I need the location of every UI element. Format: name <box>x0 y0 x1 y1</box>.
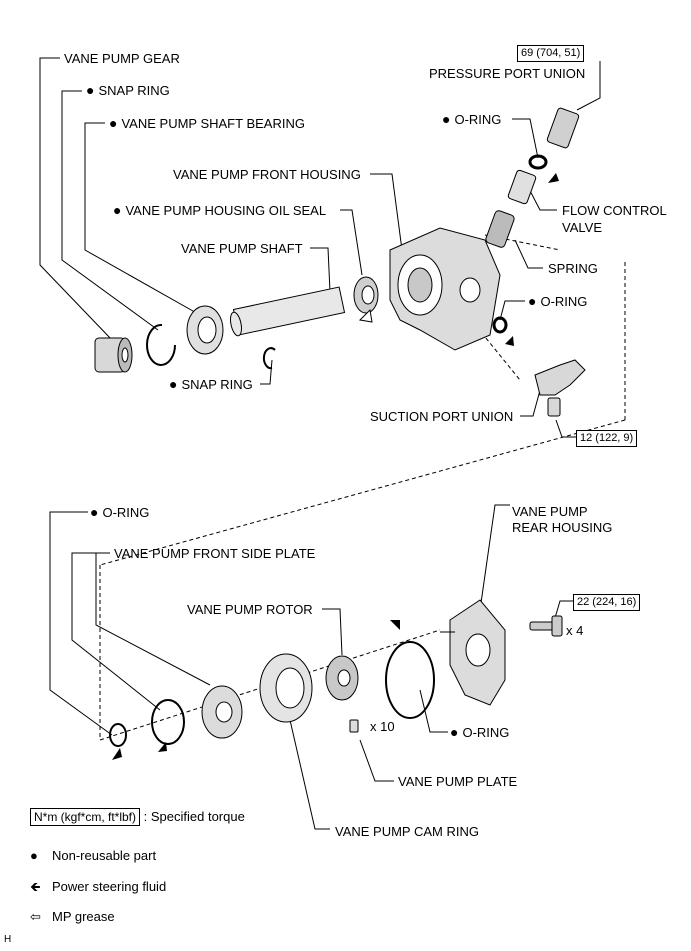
o-ring-rear <box>385 641 435 719</box>
legend-torque-text: : Specified torque <box>143 809 245 824</box>
legend-torque: N*m (kgf*cm, ft*lbf) : Specified torque <box>30 808 245 826</box>
leader-spring <box>514 239 543 269</box>
snap-ring-bottom <box>262 347 276 370</box>
label-cam-ring: VANE PUMP CAM RING <box>335 824 479 839</box>
label-o-ring-rear: O-RING <box>450 725 509 740</box>
flow-control-valve <box>507 169 537 205</box>
o-ring-pressure <box>528 154 548 170</box>
shaft-bearing <box>186 305 224 355</box>
label-rear-housing-2: REAR HOUSING <box>512 520 613 535</box>
label-spring: SPRING <box>548 261 598 276</box>
legend-torque-box: N*m (kgf*cm, ft*lbf) <box>30 808 141 826</box>
label-front-side-plate: VANE PUMP FRONT SIDE PLATE <box>114 546 316 561</box>
label-housing-oil-seal: VANE PUMP HOUSING OIL SEAL <box>113 203 326 218</box>
label-o-ring-lower: O-RING <box>90 505 149 520</box>
suction-port-union <box>534 359 586 417</box>
label-front-housing: VANE PUMP FRONT HOUSING <box>173 167 361 182</box>
hollow-arrow-icon: ⇦ <box>30 909 41 924</box>
label-snap-ring-bottom: SNAP RING <box>169 377 252 392</box>
label-o-ring-pressure: O-RING <box>442 112 501 127</box>
vane-pump-shaft <box>230 286 346 337</box>
leader-torque-rear <box>554 600 573 619</box>
spring <box>485 210 515 248</box>
leader-pressure-union <box>576 61 601 111</box>
fluid-arrows <box>112 173 559 760</box>
label-qty-bolts: x 4 <box>566 623 584 638</box>
leader-torque-suction <box>555 419 576 438</box>
label-o-ring-suction: O-RING <box>528 294 587 309</box>
label-qty-plates: x 10 <box>370 719 395 734</box>
leader-front-housing <box>370 173 403 251</box>
o-ring-small-lower <box>109 723 127 747</box>
label-vane-pump-plate: VANE PUMP PLATE <box>398 774 518 789</box>
front-housing <box>389 227 501 351</box>
snap-ring-top <box>146 323 176 366</box>
label-vane-pump-shaft: VANE PUMP SHAFT <box>181 241 303 256</box>
legend-fluid: 🡸 Power steering fluid <box>30 879 166 894</box>
label-snap-ring-top: SNAP RING <box>86 83 169 98</box>
rotor <box>325 655 359 701</box>
legend-non-reusable: ● Non-reusable part <box>30 848 156 863</box>
torque-pressure-port: 69 (704, 51) <box>517 45 585 62</box>
leader-o-ring-lower <box>49 511 113 736</box>
leader-vane-plate <box>359 739 394 782</box>
vane-plate <box>349 719 359 733</box>
leader-vane-pump-shaft <box>310 247 331 293</box>
legend-fluid-text: Power steering fluid <box>52 879 167 894</box>
rear-housing <box>440 599 506 706</box>
label-vane-pump-rotor: VANE PUMP ROTOR <box>187 602 313 617</box>
o-ring-large-lower <box>151 699 185 745</box>
leader-o-ring-rear <box>419 689 448 733</box>
label-rear-housing-1: VANE PUMP <box>512 504 588 519</box>
o-ring-suction <box>492 316 508 334</box>
leader-snap-ring-top <box>61 90 159 331</box>
leader-front-side-plate-a <box>71 552 161 711</box>
label-vane-pump-gear: VANE PUMP GEAR <box>64 51 180 66</box>
label-shaft-bearing: VANE PUMP SHAFT BEARING <box>109 116 305 131</box>
leader-rear-housing <box>479 504 510 611</box>
leader-cam-ring <box>289 719 330 830</box>
leader-rotor <box>322 608 343 656</box>
oil-seal <box>353 276 379 314</box>
legend-grease: ⇦ MP grease <box>30 909 115 924</box>
pressure-port-union <box>546 107 580 149</box>
vane-pump-gear <box>94 337 133 373</box>
leader-o-ring-suction <box>499 300 525 321</box>
leader-suction-union <box>520 382 543 417</box>
leader-vane-pump-gear <box>39 57 113 341</box>
torque-rear-housing: 22 (224, 16) <box>573 594 641 611</box>
leader-oil-seal <box>340 209 363 276</box>
label-flow-control-1: FLOW CONTROL <box>562 203 667 218</box>
non-reusable-dot-icon: ● <box>30 848 38 863</box>
leader-front-side-plate-b <box>95 552 211 686</box>
leader-shaft-bearing <box>84 122 201 316</box>
label-flow-control-2: VALVE <box>562 220 602 235</box>
leader-flow-control <box>526 184 557 211</box>
label-suction-port-union: SUCTION PORT UNION <box>370 409 514 424</box>
label-pressure-port-union: PRESSURE PORT UNION <box>429 66 586 81</box>
solid-arrow-icon: 🡸 <box>30 879 41 894</box>
figure-code: H <box>4 934 12 945</box>
rear-bolt <box>529 615 563 637</box>
torque-suction-port: 12 (122, 9) <box>576 430 638 447</box>
leader-o-ring-pressure <box>512 118 539 159</box>
grease-arrow <box>358 308 373 323</box>
front-side-plate <box>201 685 243 739</box>
cam-ring <box>259 653 313 723</box>
legend-grease-text: MP grease <box>52 909 115 924</box>
legend-non-reusable-text: Non-reusable part <box>52 848 157 863</box>
